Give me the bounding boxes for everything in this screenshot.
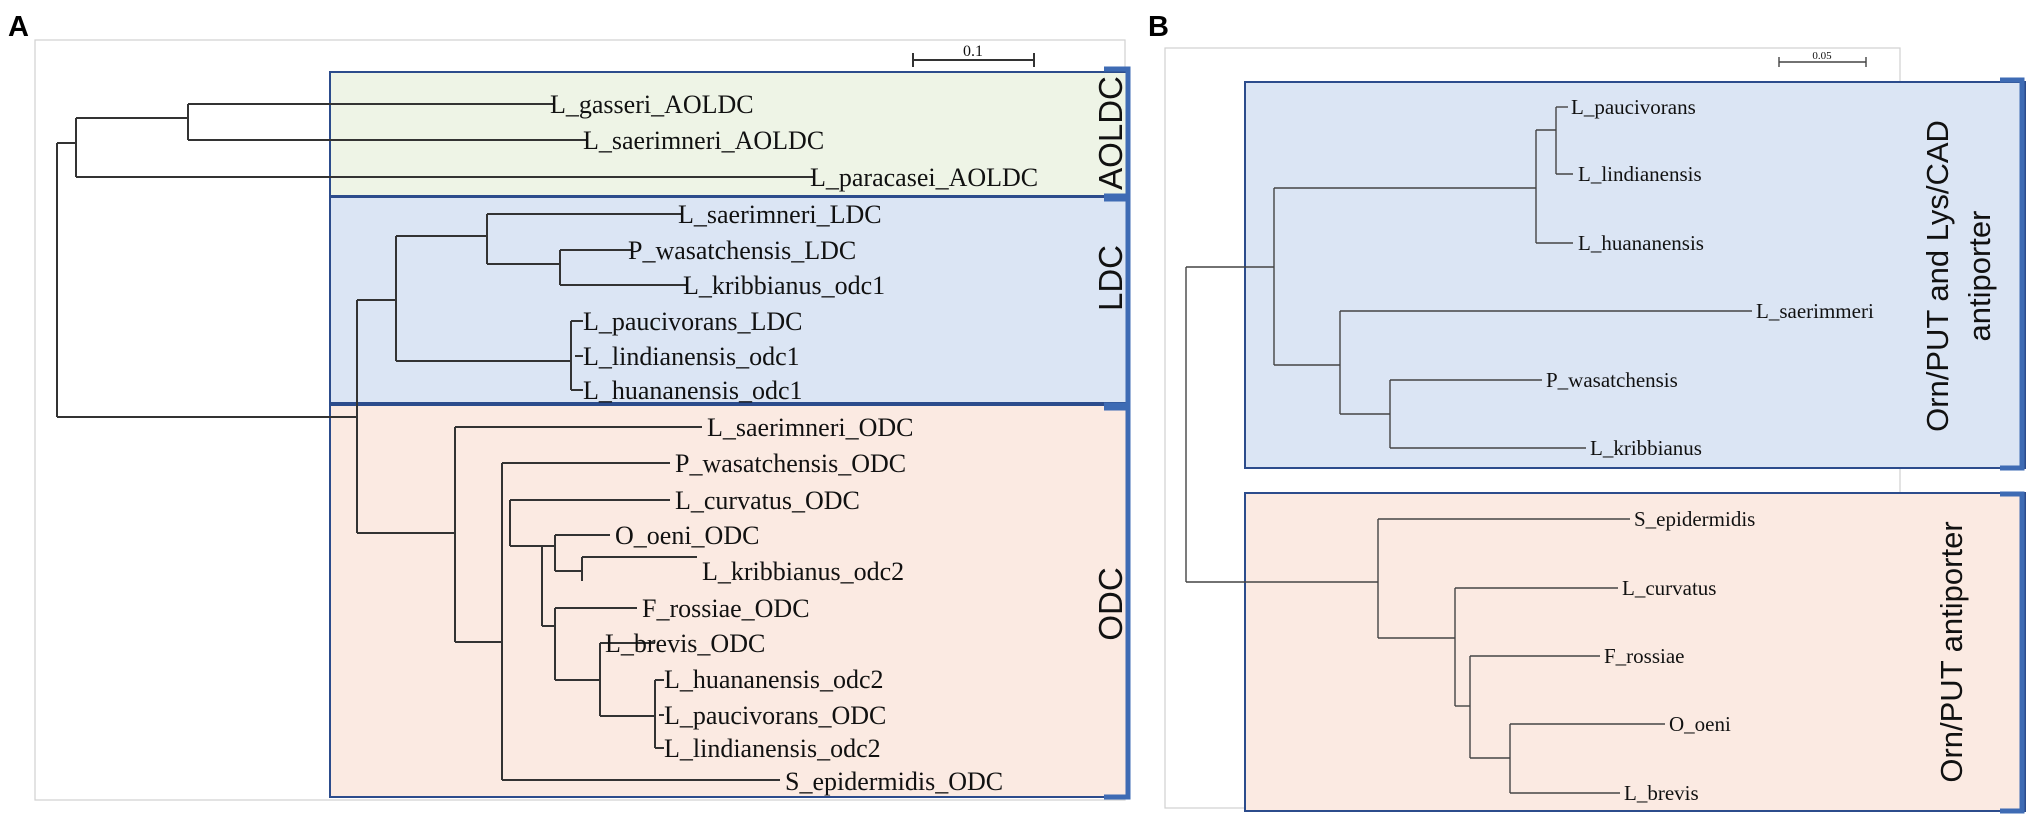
- leaf-label: S_epidermidis: [1634, 507, 1755, 531]
- panel-b-letter: B: [1148, 11, 1169, 43]
- ldc-group-label: LDC: [1092, 245, 1129, 311]
- leaf-labels-a: L_gasseri_AOLDC L_saerimneri_AOLDC L_par…: [550, 90, 1038, 796]
- orn-put-group-box: [1244, 492, 2026, 812]
- leaf-label: F_rossiae_ODC: [642, 594, 810, 623]
- leaf-label: L_lindianensis_odc1: [583, 342, 800, 371]
- orn-put-lys-cad-group-box: [1244, 81, 2026, 469]
- leaf-label: L_saerimneri_ODC: [707, 413, 914, 442]
- leaf-label: L_gasseri_AOLDC: [550, 90, 754, 119]
- leaf-label: L_huananensis: [1578, 231, 1704, 255]
- leaf-label: O_oeni_ODC: [615, 521, 759, 550]
- leaf-label: L_paucivorans_LDC: [583, 307, 803, 336]
- leaf-label: F_rossiae: [1604, 644, 1685, 668]
- leaf-label: L_kribbianus: [1590, 436, 1702, 460]
- group-brackets-b: [2000, 77, 2025, 814]
- leaf-label: L_saerimneri_LDC: [678, 200, 882, 229]
- panel-a: A AOLDC LDC ODC 0.1: [8, 11, 1131, 801]
- orn-put-antiporter-label: Orn/PUT antiporter: [1934, 521, 1969, 782]
- leaf-label: L_saerimmeri: [1756, 299, 1874, 323]
- leaf-label: P_wasatchensis_ODC: [675, 449, 906, 478]
- leaf-label: L_paracasei_AOLDC: [810, 163, 1038, 192]
- leaf-label: L_saerimneri_AOLDC: [583, 126, 824, 155]
- leaf-label: L_lindianensis: [1578, 162, 1702, 186]
- panel-b: B Orn/PUT and Lys/CAD antiporter Orn/PUT…: [1148, 11, 2026, 814]
- leaf-label: L_kribbianus_odc1: [683, 271, 885, 300]
- scale-bar-a: 0.1: [912, 43, 1035, 67]
- leaf-label: P_wasatchensis_LDC: [628, 236, 856, 265]
- aoldc-group-box: [329, 71, 1129, 197]
- orn-put-lys-cad-label-line1: Orn/PUT and Lys/CAD: [1920, 120, 1955, 432]
- leaf-label: O_oeni: [1669, 712, 1731, 736]
- leaf-label: L_huananensis_odc2: [664, 665, 884, 694]
- leaf-label: L_kribbianus_odc2: [702, 557, 904, 586]
- leaf-label: L_brevis_ODC: [605, 629, 765, 658]
- leaf-label: L_huananensis_odc1: [583, 376, 803, 405]
- scale-bar-b: 0.05: [1778, 50, 1867, 67]
- panel-a-letter: A: [8, 11, 29, 43]
- aoldc-group-label: AOLDC: [1092, 76, 1129, 190]
- orn-put-lys-cad-label-line2: antiporter: [1962, 211, 1997, 342]
- leaf-labels-b: L_paucivorans L_lindianensis L_huananens…: [1546, 95, 1874, 805]
- tree-branches-b: [1185, 106, 1752, 794]
- tree-branches-a: [56, 103, 815, 781]
- leaf-label: P_wasatchensis: [1546, 368, 1678, 392]
- leaf-label: S_epidermidis_ODC: [785, 767, 1003, 796]
- leaf-label: L_curvatus: [1622, 576, 1716, 600]
- leaf-label: L_curvatus_ODC: [675, 486, 860, 515]
- leaf-label: L_paucivorans_ODC: [664, 701, 886, 730]
- odc-group-box: [329, 404, 1129, 798]
- odc-group-label: ODC: [1092, 567, 1129, 640]
- leaf-label: L_paucivorans: [1571, 95, 1696, 119]
- scale-bar-label-b: 0.05: [1812, 50, 1832, 62]
- group-brackets-a: [1104, 66, 1131, 800]
- scale-bar-label-a: 0.1: [963, 43, 983, 60]
- leaf-label: L_brevis: [1624, 781, 1699, 805]
- ldc-group-box: [329, 196, 1129, 404]
- leaf-label: L_lindianensis_odc2: [664, 734, 881, 763]
